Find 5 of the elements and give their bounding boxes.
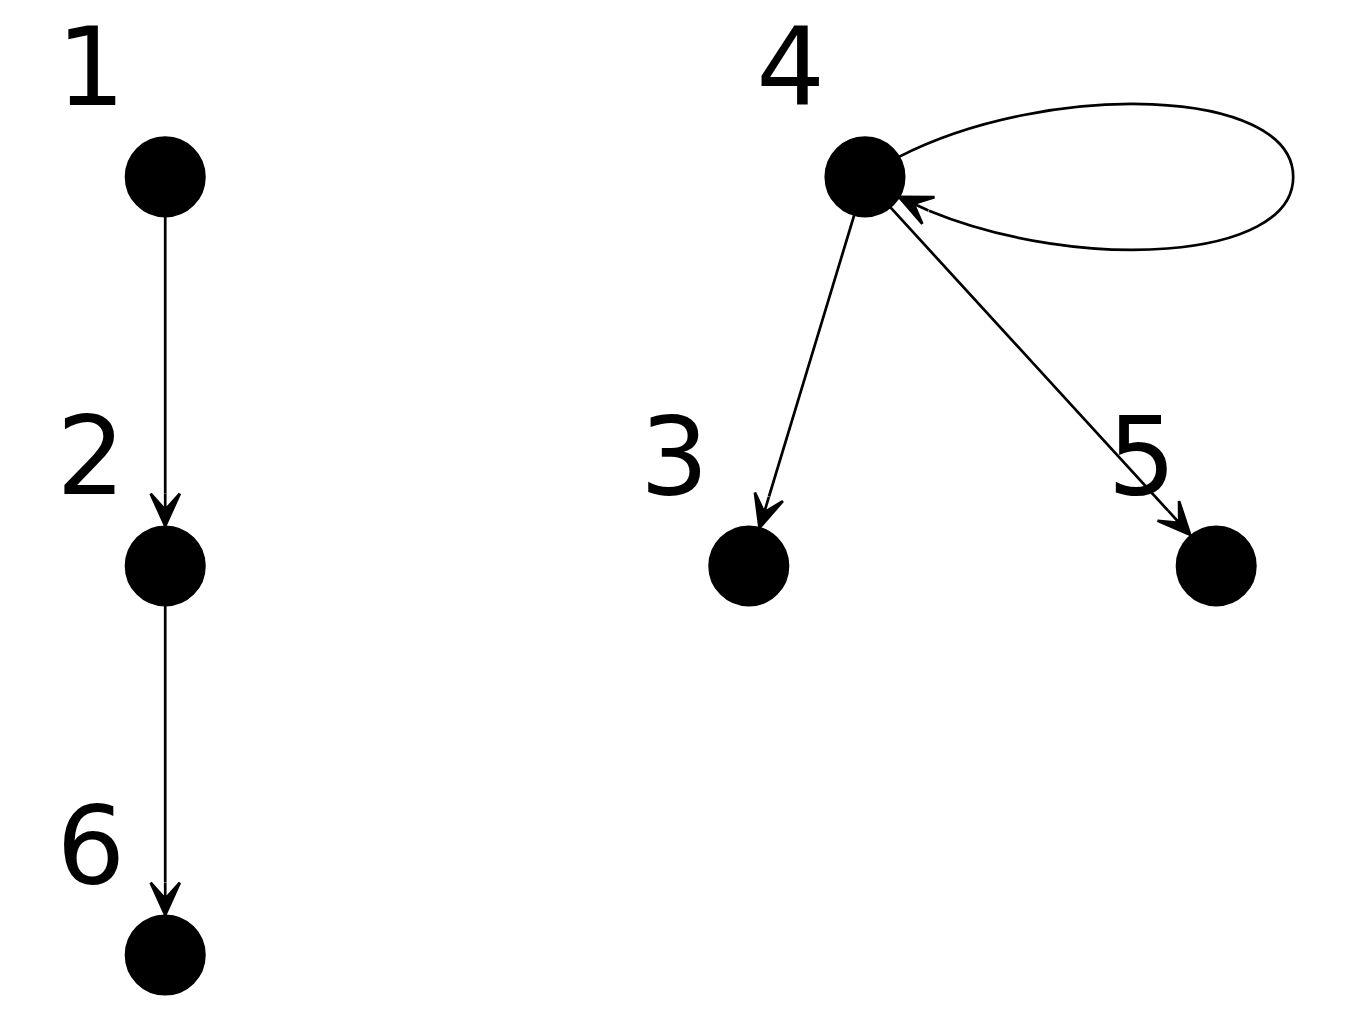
node-label: 6 (56, 783, 125, 909)
node-label: 1 (56, 5, 125, 131)
node-label: 3 (639, 394, 709, 520)
node-label: 2 (56, 394, 125, 520)
node-label: 4 (755, 5, 825, 131)
